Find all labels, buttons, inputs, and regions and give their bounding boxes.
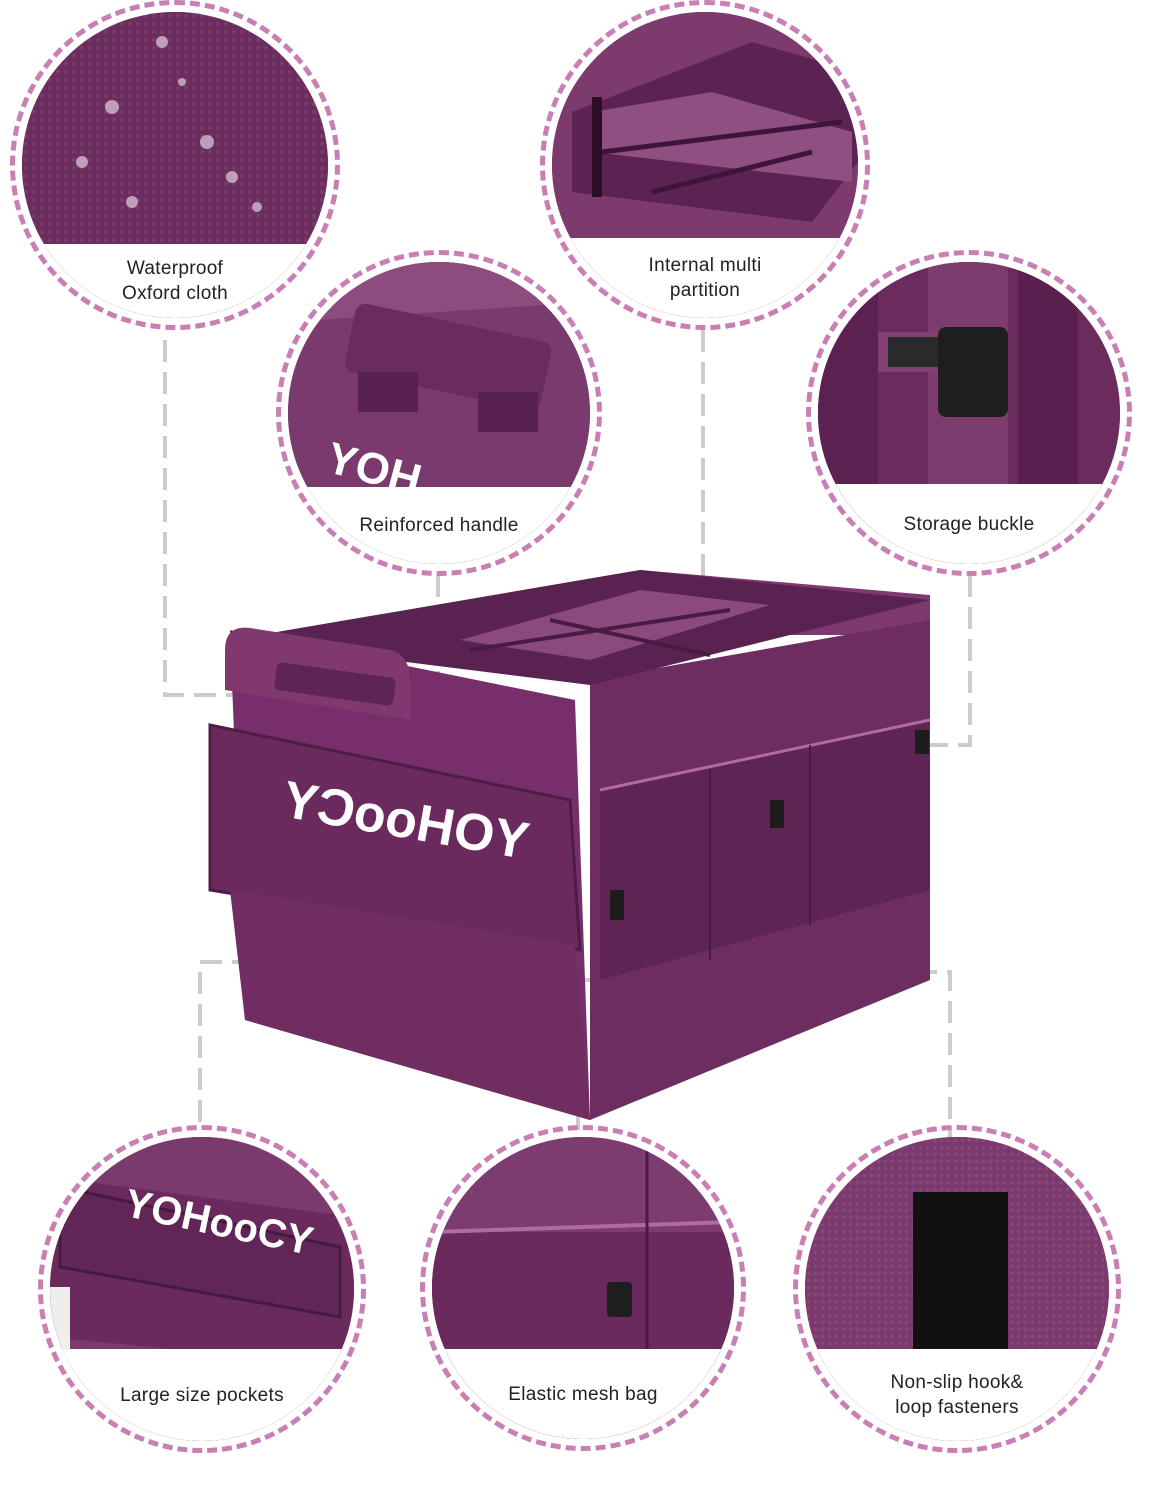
hookloop-ring xyxy=(793,1125,1121,1453)
mesh-ring xyxy=(420,1125,746,1451)
pockets-ring xyxy=(38,1125,366,1453)
partition-ring xyxy=(540,0,870,330)
handle-ring xyxy=(276,250,602,576)
buckle-ring xyxy=(806,250,1132,576)
waterproof-ring xyxy=(10,0,340,330)
trunk-organizer-image: YOHooCY xyxy=(170,560,950,1120)
